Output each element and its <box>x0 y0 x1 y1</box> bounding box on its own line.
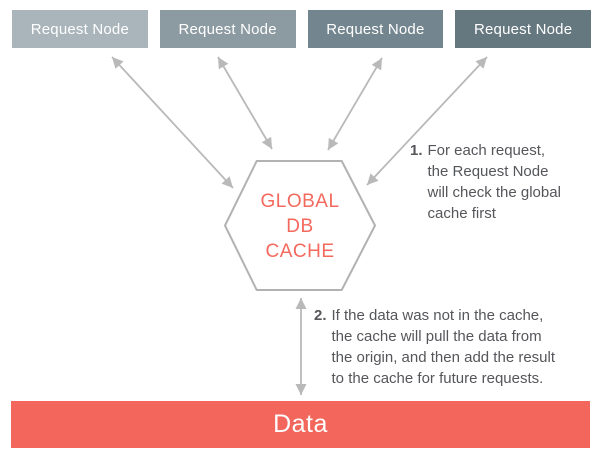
annotation-2-text: If the data was not in the cache, the ca… <box>332 305 556 389</box>
annotation-2-line-3: the origin, and then add the result <box>331 349 556 366</box>
arrow-node2-cache <box>217 56 273 150</box>
request-node-3-label: Request Node <box>326 20 425 38</box>
request-node-4-label: Request Node <box>473 20 573 38</box>
cache-label-line-2: DB <box>286 216 314 237</box>
annotation-1-line-4: cache first <box>427 205 496 222</box>
annotation-2-line-1: If the data was not in the cache, <box>331 307 544 324</box>
request-node-1: Request Node <box>12 10 148 48</box>
request-node-4: Request Node <box>455 10 591 48</box>
annotation-2-line-2: the cache will pull the data from <box>331 328 542 345</box>
annotation-1: 1. For each request, the Request Node wi… <box>410 140 561 224</box>
annotation-1-line-3: will check the global <box>427 184 561 201</box>
annotation-2-line-4: to the cache for future requests. <box>331 370 544 387</box>
annotation-2: 2. If the data was not in the cache, the… <box>314 305 555 389</box>
request-node-2: Request Node <box>159 10 296 48</box>
cache-label: GLOBAL DB CACHE <box>225 189 375 264</box>
request-node-row: Request Node Request Node Request Node R… <box>12 10 591 48</box>
request-node-3: Request Node <box>307 10 444 48</box>
request-node-2-label: Request Node <box>178 20 277 38</box>
arrow-node3-cache <box>327 57 383 151</box>
request-node-1-label: Request Node <box>30 20 130 38</box>
annotation-2-number: 2. <box>314 307 327 324</box>
annotation-1-number: 1. <box>410 142 423 159</box>
data-bar: Data <box>11 401 590 448</box>
data-label: Data <box>273 410 328 438</box>
annotation-1-line-1: For each request, <box>427 142 546 159</box>
cache-label-line-1: GLOBAL <box>260 191 340 212</box>
cache-label-line-3: CACHE <box>265 241 335 262</box>
annotation-1-text: For each request, the Request Node will … <box>428 140 561 224</box>
annotation-1-line-2: the Request Node <box>427 163 549 180</box>
arrow-node1-cache <box>111 56 234 189</box>
